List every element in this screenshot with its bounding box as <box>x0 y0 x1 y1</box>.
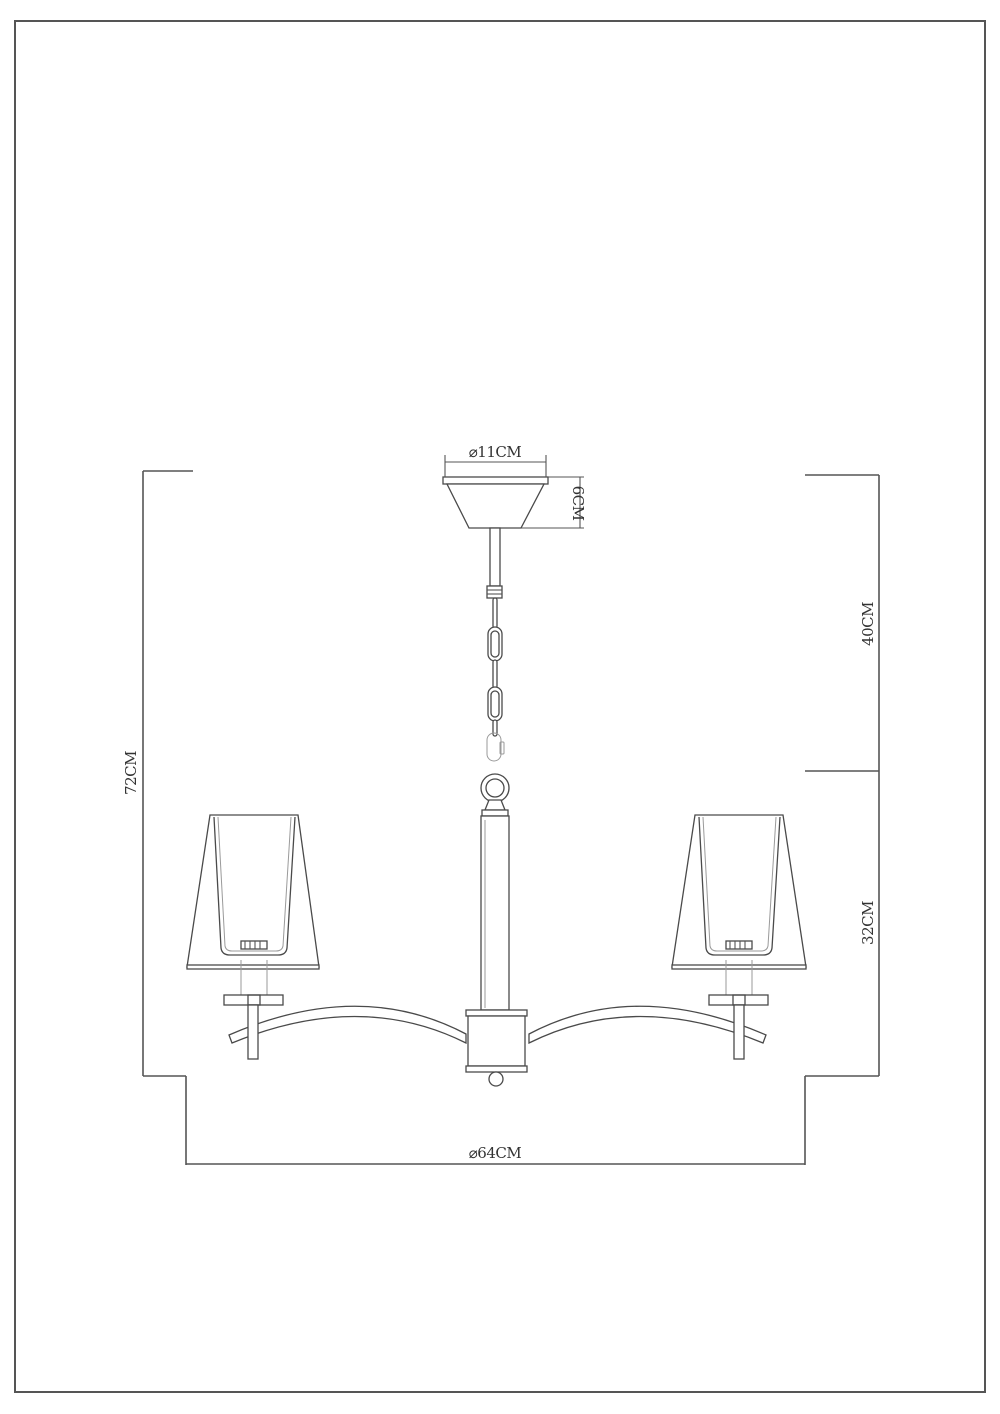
chain-length-label: 40CM <box>859 602 877 646</box>
left-arm <box>228 1005 467 1045</box>
right-shade <box>671 814 807 970</box>
down-rod <box>486 527 503 599</box>
left-shade <box>186 814 320 970</box>
canopy-diameter-dimension: ⌀11CM <box>444 443 547 477</box>
total-height-dimension: 72CM <box>122 470 193 1165</box>
center-column <box>480 815 510 1011</box>
body-height-label: 32CM <box>859 901 877 945</box>
finial <box>488 1071 504 1087</box>
chain <box>486 597 505 762</box>
overall-diameter-label: ⌀64CM <box>469 1144 522 1162</box>
canopy-diameter-label: ⌀11CM <box>469 443 522 461</box>
left-lamp-holder <box>223 960 284 1060</box>
overall-diameter-dimension: ⌀64CM <box>186 1144 805 1165</box>
total-height-label: 72CM <box>122 751 140 795</box>
eye-hook <box>480 773 510 817</box>
canopy-height-label: 6CM <box>569 486 587 521</box>
chain-length-dimension: 40CM <box>805 474 880 772</box>
right-arm <box>528 1005 767 1045</box>
body-height-dimension: 32CM <box>804 771 880 1165</box>
canopy-height-dimension: 6CM <box>521 476 587 529</box>
ceiling-canopy <box>442 476 549 529</box>
sheet-border <box>14 20 986 1393</box>
right-lamp-holder <box>708 960 769 1060</box>
hub <box>465 1009 528 1073</box>
